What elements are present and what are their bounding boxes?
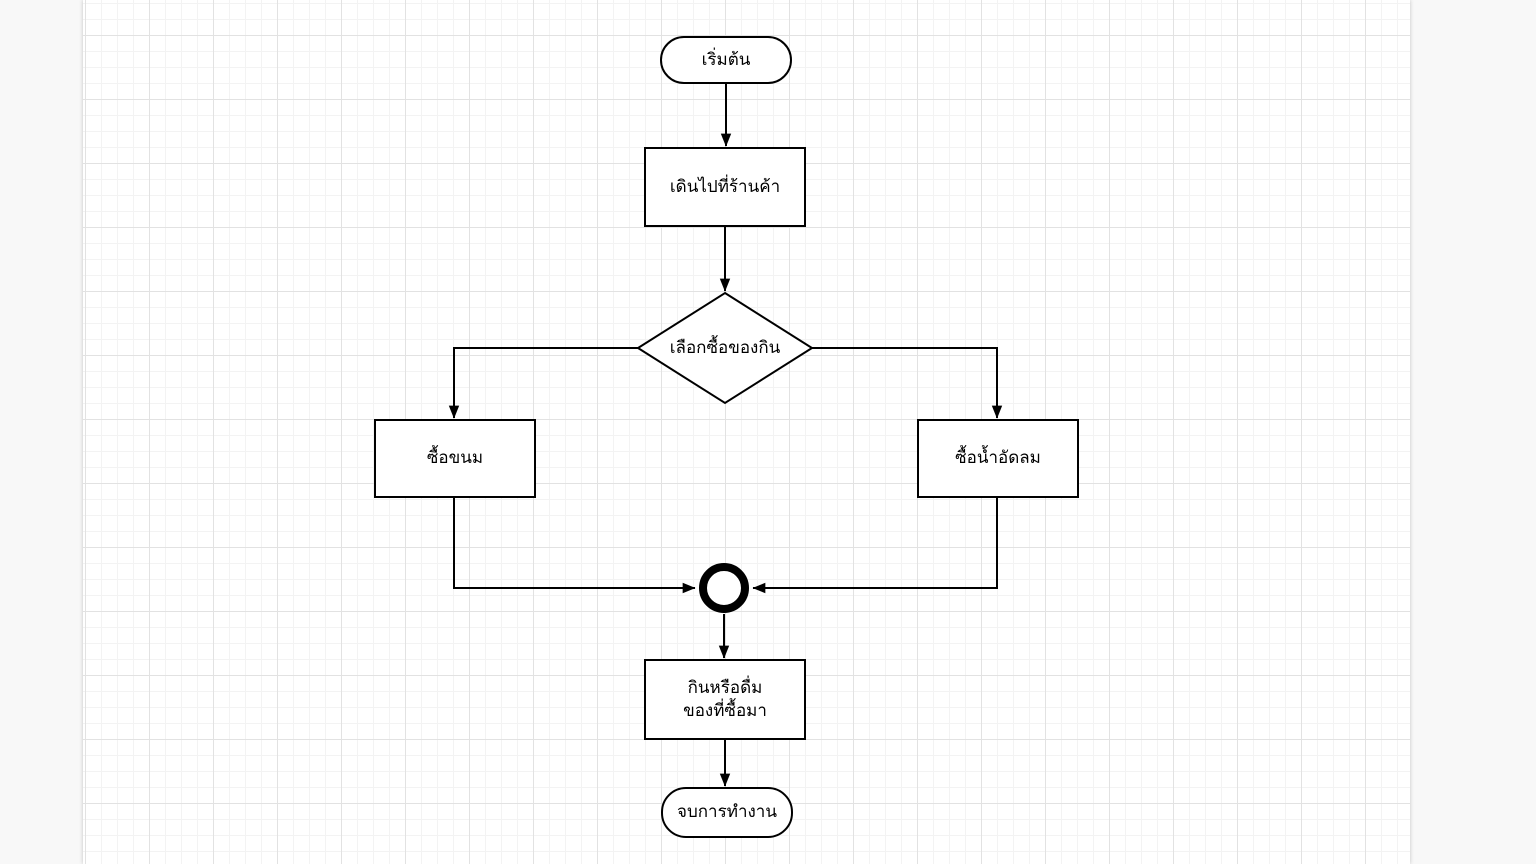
edge-snack-to-merge[interactable] — [453, 497, 696, 594]
edge-choose-to-snack[interactable] — [448, 347, 638, 419]
edge-choose-to-soda[interactable] — [812, 347, 1003, 419]
process-eat-drink-node[interactable] — [644, 659, 806, 740]
process-buy-soda-node[interactable] — [917, 419, 1079, 498]
start-terminator-node[interactable] — [660, 36, 792, 84]
decision-choose-node[interactable] — [636, 291, 814, 405]
edge-soda-to-merge[interactable] — [752, 497, 998, 594]
end-terminator-node[interactable] — [661, 787, 793, 838]
merge-connector-node[interactable] — [699, 563, 749, 613]
process-walk-node[interactable] — [644, 147, 806, 227]
diagram-canvas[interactable] — [83, 0, 1410, 864]
process-buy-snack-node[interactable] — [374, 419, 536, 498]
